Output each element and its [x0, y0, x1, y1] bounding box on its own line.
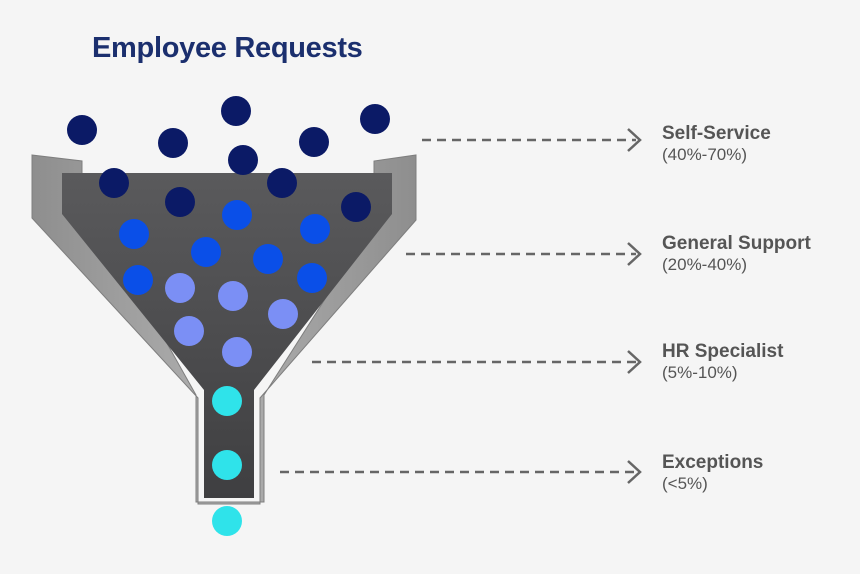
cyan-dot [212, 386, 242, 416]
tier-range: (20%-40%) [662, 255, 748, 274]
cyan-dot [212, 506, 242, 536]
dark-navy-dot [67, 115, 97, 145]
bright-blue-dot [297, 263, 327, 293]
arrow-hr-specialist [312, 350, 642, 374]
tier-range: (5%-10%) [662, 363, 738, 382]
dark-navy-dot [221, 96, 251, 126]
arrow-general-support [406, 242, 642, 266]
request-dots [67, 96, 390, 536]
arrow-exceptions [280, 460, 642, 484]
tier-name: Self-Service [662, 123, 771, 144]
dark-navy-dot [341, 192, 371, 222]
tier-name: Exceptions [662, 452, 764, 473]
dark-navy-dot [360, 104, 390, 134]
tier-general-support: General Support (20%-40%) [662, 232, 811, 275]
tier-hr-specialist: HR Specialist (5%-10%) [662, 340, 783, 383]
dark-navy-dot [99, 168, 129, 198]
dark-navy-dot [165, 187, 195, 217]
tier-range: (<5%) [662, 474, 708, 493]
tier-exceptions: Exceptions (<5%) [662, 451, 763, 494]
bright-blue-dot [123, 265, 153, 295]
tier-arrows [280, 128, 642, 484]
funnel-inner [62, 173, 392, 498]
dark-navy-dot [158, 128, 188, 158]
bright-blue-dot [191, 237, 221, 267]
cyan-dot [212, 450, 242, 480]
dark-navy-dot [299, 127, 329, 157]
light-blue-dot [218, 281, 248, 311]
tier-name: General Support [662, 233, 811, 254]
bright-blue-dot [119, 219, 149, 249]
bright-blue-dot [222, 200, 252, 230]
light-blue-dot [268, 299, 298, 329]
bright-blue-dot [300, 214, 330, 244]
light-blue-dot [222, 337, 252, 367]
bright-blue-dot [253, 244, 283, 274]
tier-range: (40%-70%) [662, 145, 748, 164]
tier-self-service: Self-Service (40%-70%) [662, 122, 771, 165]
tier-name: HR Specialist [662, 341, 784, 362]
light-blue-dot [174, 316, 204, 346]
dark-navy-dot [228, 145, 258, 175]
arrow-self-service [422, 128, 642, 152]
dark-navy-dot [267, 168, 297, 198]
page-title: Employee Requests [92, 32, 363, 64]
light-blue-dot [165, 273, 195, 303]
